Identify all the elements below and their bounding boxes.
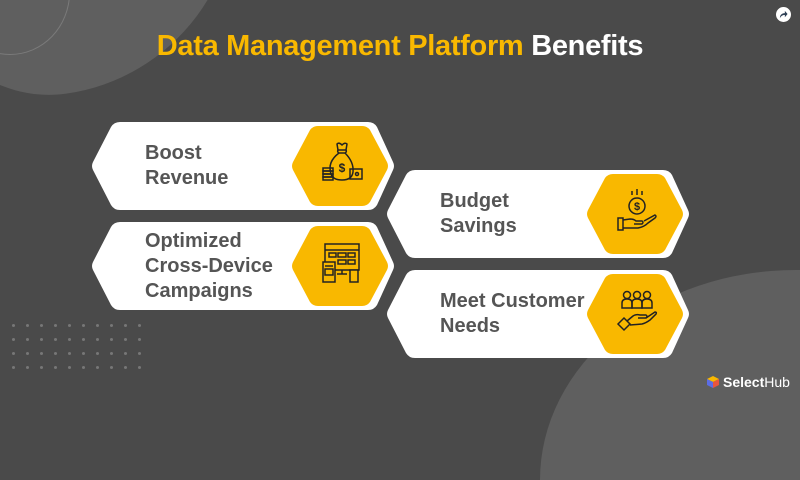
multi-device-icon <box>322 243 360 283</box>
money-bag-icon: $ <box>322 142 363 181</box>
share-arrow-icon <box>779 10 788 19</box>
title-highlight: Data Management Platform <box>156 30 524 62</box>
card-shape <box>92 122 394 210</box>
svg-text:$: $ <box>339 161 346 175</box>
selecthub-cube-icon <box>707 376 719 388</box>
hand-coin-icon: $ <box>617 189 657 231</box>
hand-people-icon <box>616 290 658 332</box>
dot-grid-decoration <box>12 324 152 380</box>
page-title: Data Management Platform Benefits <box>0 30 800 63</box>
card-shape <box>92 222 394 310</box>
card-shape <box>387 270 689 358</box>
share-button[interactable] <box>776 7 791 22</box>
title-rest: Benefits <box>523 30 644 62</box>
svg-text:$: $ <box>634 201 640 213</box>
